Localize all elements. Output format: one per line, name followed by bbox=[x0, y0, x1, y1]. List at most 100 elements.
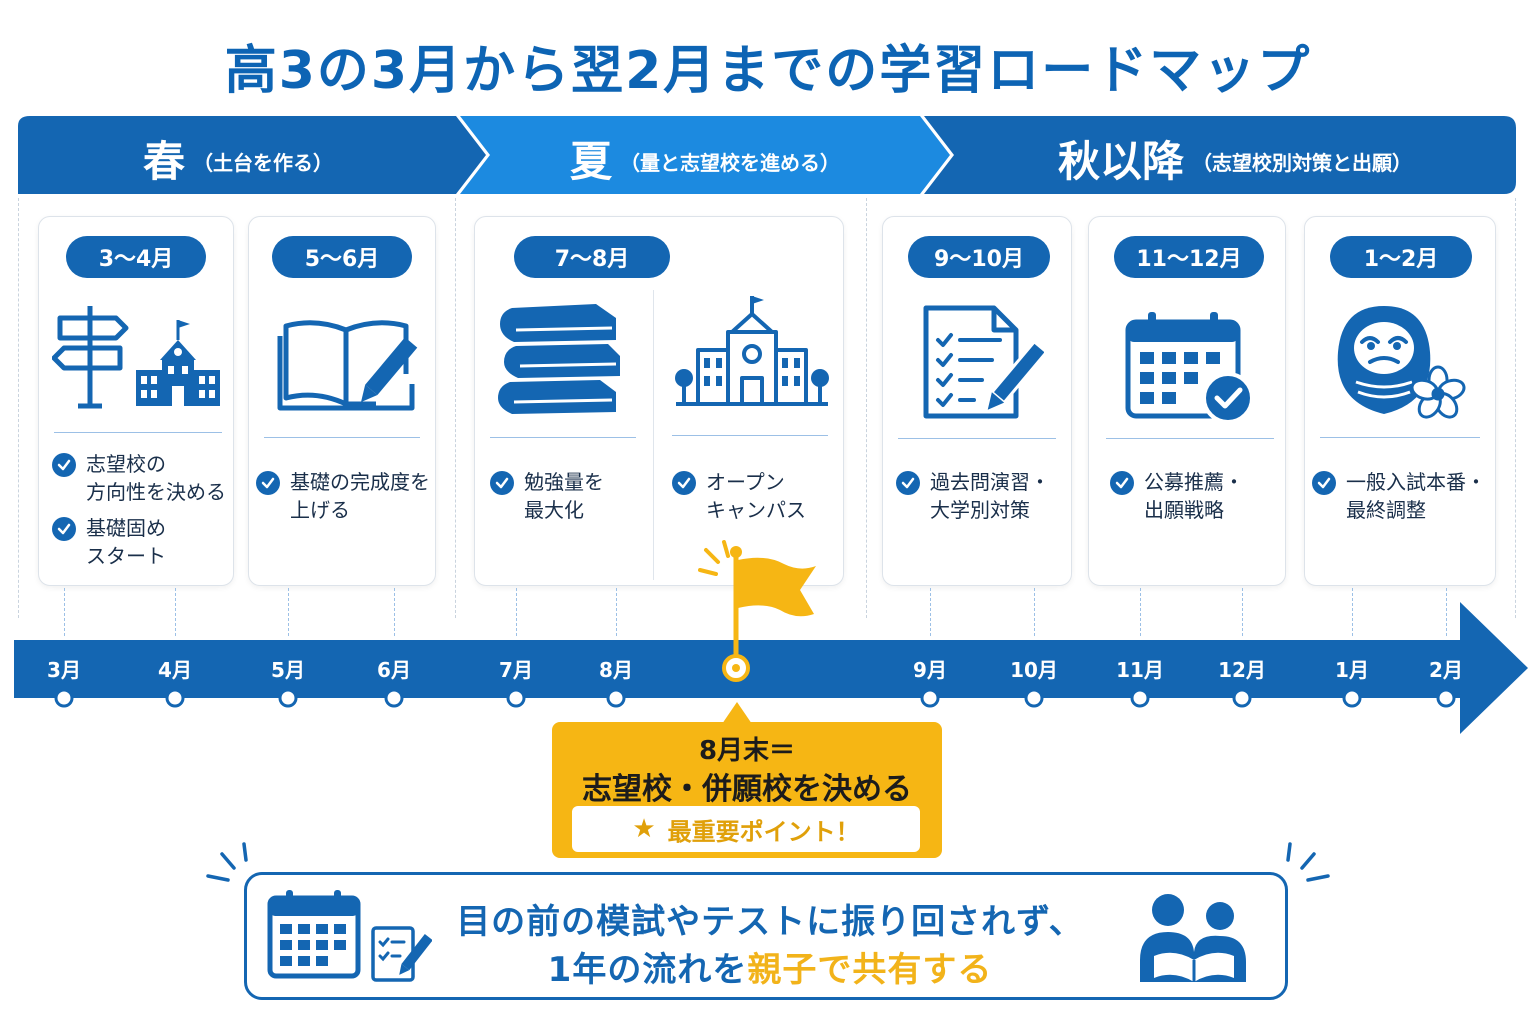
flag-icon bbox=[698, 540, 816, 682]
period-card-sep-oct bbox=[882, 216, 1072, 586]
task-text: 一般入試本番・ 最終調整 bbox=[1346, 470, 1486, 522]
season-banner bbox=[18, 116, 1516, 194]
tick-connector bbox=[288, 588, 289, 636]
signpost-school-icon bbox=[52, 306, 220, 409]
timeline-month: 1月 bbox=[1335, 658, 1369, 682]
timeline-month: 10月 bbox=[1010, 658, 1058, 682]
keybox-pointer bbox=[722, 702, 752, 724]
check-icon bbox=[896, 471, 920, 495]
tick-connector bbox=[1352, 588, 1353, 636]
calendar-check-icon bbox=[1125, 312, 1254, 422]
season-subtitle: （土台を作る） bbox=[193, 150, 333, 175]
season-name: 秋以降 bbox=[1057, 136, 1184, 186]
tick-connector bbox=[64, 588, 65, 636]
season-divider bbox=[866, 198, 867, 618]
month-pill: 11〜12月 bbox=[1114, 236, 1264, 278]
checklist-pencil-icon bbox=[923, 305, 1044, 419]
task-item: 公募推薦・ 出願戦略 bbox=[1110, 468, 1244, 524]
calendar-icon bbox=[267, 890, 361, 979]
card-inner-divider bbox=[653, 290, 654, 580]
divider bbox=[490, 437, 636, 438]
check-icon bbox=[256, 471, 280, 495]
tick-connector bbox=[930, 588, 931, 636]
check-icon bbox=[52, 453, 76, 477]
month-pill: 3〜4月 bbox=[66, 236, 206, 278]
checklist-icon bbox=[371, 926, 432, 982]
tick-connector bbox=[1242, 588, 1243, 636]
check-icon bbox=[1110, 471, 1134, 495]
parent-child-reading-icon bbox=[1140, 894, 1246, 982]
divider bbox=[264, 437, 420, 438]
check-icon bbox=[1312, 471, 1336, 495]
task-text: オープン キャンパス bbox=[706, 470, 806, 522]
season-divider bbox=[1515, 198, 1516, 618]
timeline-month: 11月 bbox=[1116, 658, 1164, 682]
month-pill: 1〜2月 bbox=[1330, 236, 1472, 278]
tick-connector bbox=[175, 588, 176, 636]
month-pill: 5〜6月 bbox=[272, 236, 412, 278]
timeline-month: 2月 bbox=[1429, 658, 1463, 682]
task-item: 志望校の 方向性を決める bbox=[52, 450, 226, 506]
university-building-icon bbox=[675, 296, 829, 406]
task-text: 勉強量を 最大化 bbox=[524, 470, 604, 522]
task-text: 志望校の 方向性を決める bbox=[86, 452, 226, 504]
tick-connector bbox=[394, 588, 395, 636]
check-icon bbox=[52, 517, 76, 541]
season-banner-spring bbox=[18, 116, 486, 194]
check-icon bbox=[672, 471, 696, 495]
timeline-month: 6月 bbox=[377, 658, 411, 682]
emphasis-sparkles bbox=[206, 842, 1330, 882]
task-text: 基礎固め スタート bbox=[86, 516, 166, 568]
book-stack-icon bbox=[498, 304, 620, 414]
task-text: 公募推薦・ 出願戦略 bbox=[1144, 470, 1244, 522]
month-pill: 9〜10月 bbox=[908, 236, 1050, 278]
divider bbox=[672, 435, 828, 436]
daruma-sakura-icon bbox=[1337, 306, 1466, 419]
message-line-2-text: 1年の流れを bbox=[547, 950, 748, 990]
season-divider bbox=[455, 198, 456, 618]
tick-connector bbox=[616, 588, 617, 636]
timeline-month: 4月 bbox=[158, 658, 192, 682]
season-summer: 夏 （量と志望校を進める） bbox=[490, 128, 920, 188]
task-text: 過去問演習・ 大学別対策 bbox=[930, 470, 1050, 522]
season-banner-summer bbox=[460, 116, 950, 194]
tick-connector bbox=[1034, 588, 1035, 636]
page-title: 高3の3月から翌2月までの学習ロードマップ bbox=[224, 41, 1312, 101]
task-item: オープン キャンパス bbox=[672, 468, 806, 524]
divider bbox=[1320, 437, 1480, 438]
month-pill: 7〜8月 bbox=[514, 236, 670, 278]
message-highlight: 親子で共有する bbox=[747, 950, 993, 990]
message-line-1: 目の前の模試やテストに振り回されず、 bbox=[456, 902, 1084, 942]
open-book-pencil-icon bbox=[277, 320, 418, 411]
task-item: 基礎の完成度を 上げる bbox=[256, 468, 430, 524]
divider bbox=[1106, 438, 1274, 439]
season-banner-autumn bbox=[924, 116, 1516, 194]
timeline-month: 3月 bbox=[47, 658, 81, 682]
divider bbox=[54, 432, 222, 433]
tick-connector bbox=[516, 588, 517, 636]
timeline-month: 5月 bbox=[271, 658, 305, 682]
key-point-text: 志望校・併願校を決める bbox=[582, 772, 912, 807]
season-name: 夏 bbox=[569, 136, 612, 186]
timeline-month: 9月 bbox=[913, 658, 947, 682]
tick-connector bbox=[1446, 588, 1447, 636]
season-divider bbox=[18, 198, 19, 618]
season-subtitle: （志望校別対策と出願） bbox=[1192, 150, 1412, 175]
season-spring: 春 （土台を作る） bbox=[18, 128, 458, 188]
tick-connector bbox=[1140, 588, 1141, 636]
season-name: 春 bbox=[142, 136, 185, 186]
check-icon bbox=[490, 471, 514, 495]
key-point-badge: ★ 最重要ポイント！ bbox=[572, 806, 920, 852]
key-point-heading: 8月末＝ bbox=[698, 736, 796, 766]
task-item: 勉強量を 最大化 bbox=[490, 468, 604, 524]
timeline-arrow bbox=[14, 602, 1528, 734]
task-text: 基礎の完成度を 上げる bbox=[290, 470, 430, 522]
star-icon: ★ bbox=[632, 814, 656, 844]
timeline-month: 12月 bbox=[1218, 658, 1266, 682]
season-subtitle: （量と志望校を進める） bbox=[620, 150, 840, 175]
task-item: 一般入試本番・ 最終調整 bbox=[1312, 468, 1486, 524]
season-autumn: 秋以降 （志望校別対策と出願） bbox=[954, 128, 1516, 188]
key-point-badge-label: 最重要ポイント！ bbox=[667, 817, 860, 846]
message-line-2: 1年の流れを親子で共有する bbox=[420, 942, 1120, 991]
message-box bbox=[244, 872, 1288, 1000]
